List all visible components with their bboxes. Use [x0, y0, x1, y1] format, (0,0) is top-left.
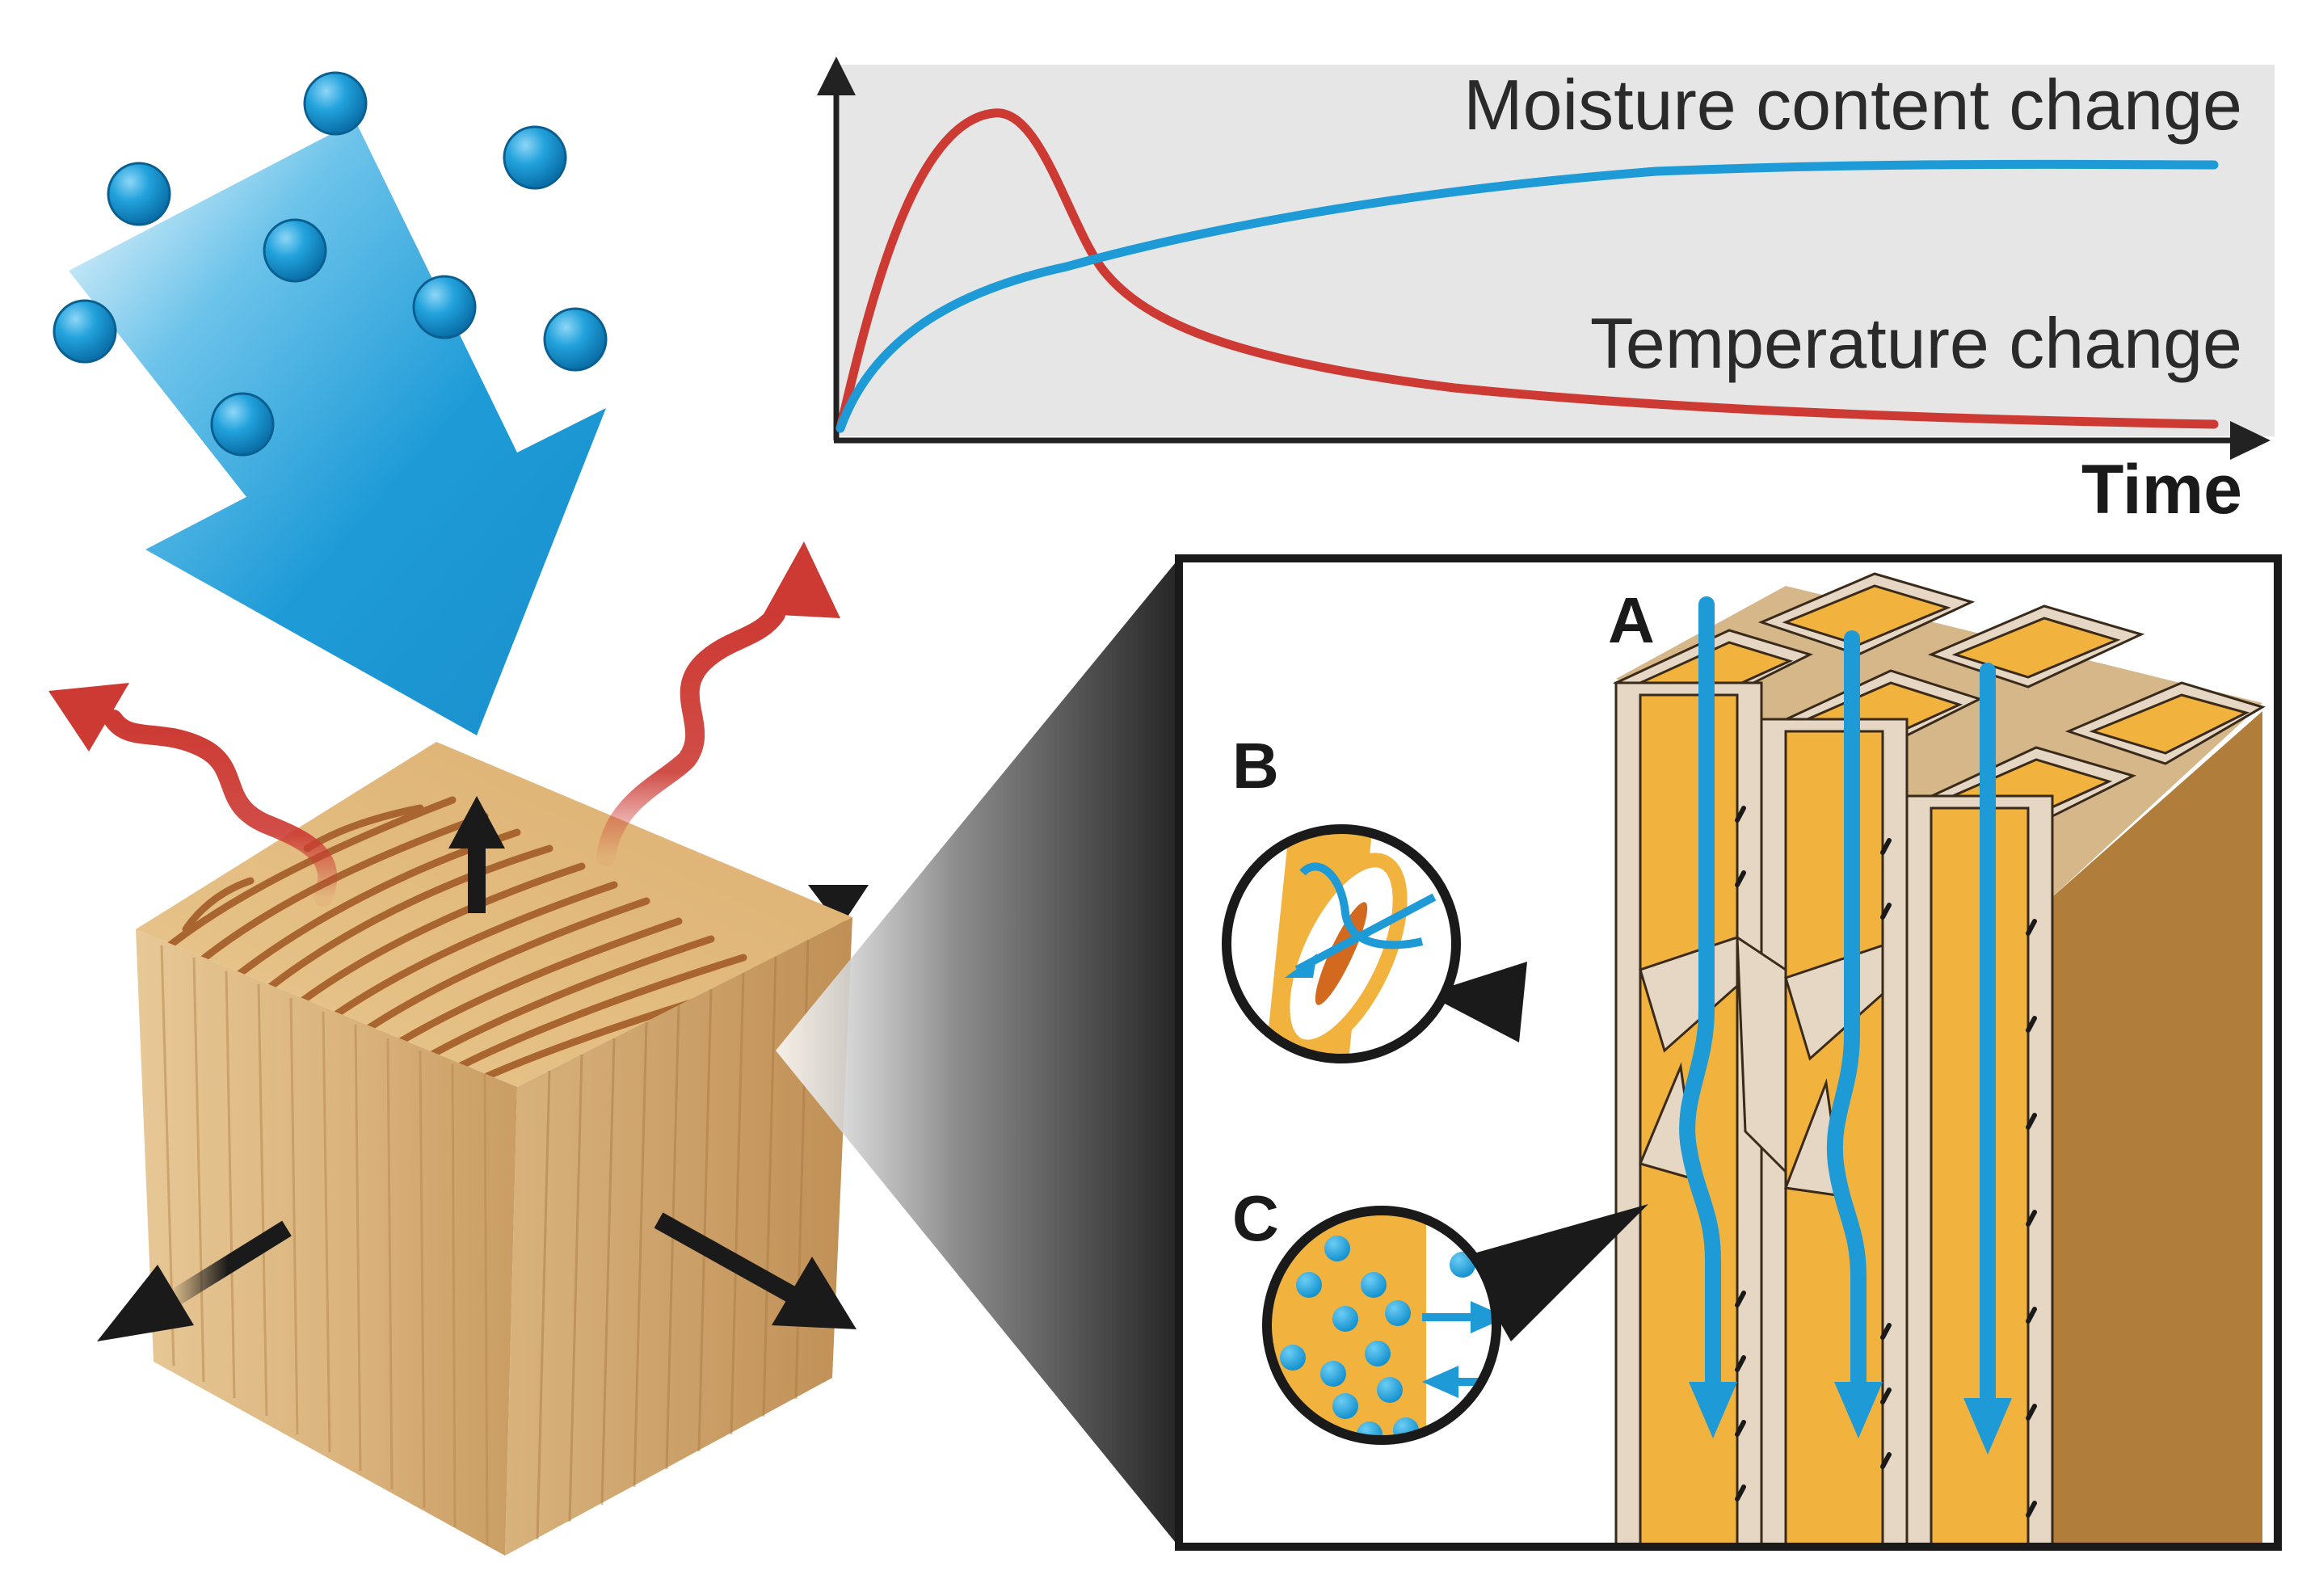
water-droplet-icon — [210, 392, 275, 457]
flow-arrow-icon — [1422, 1366, 1458, 1398]
expansion-arrow-icon — [165, 1220, 292, 1309]
water-droplet-icon — [303, 71, 368, 136]
heat-wave-icon — [103, 710, 338, 907]
expansion-arrow-icon — [808, 885, 869, 928]
expansion-arrow-icon — [97, 1265, 194, 1341]
inset-c-pointer — [1463, 1204, 1648, 1341]
expansion-arrow-icon — [448, 796, 505, 849]
water-droplet-icon — [107, 162, 171, 226]
time-axis-label: Time — [2081, 451, 2242, 528]
heat-waves — [48, 541, 840, 907]
water-droplet-icon — [263, 218, 327, 283]
moisture-inflow — [53, 71, 608, 735]
graph-x-axis-arrowhead — [2230, 421, 2271, 460]
wood-block — [97, 742, 869, 1556]
heat-wave-icon — [48, 683, 129, 752]
heat-wave-icon — [764, 541, 840, 618]
temperature-curve — [835, 108, 2219, 433]
flow-arrow-icon — [1471, 1301, 1496, 1333]
graph-background — [836, 65, 2275, 436]
change-over-time-graph: Moisture content change Temperature chan… — [817, 57, 2275, 528]
zoom-cone — [776, 558, 1179, 1547]
water-droplet-icon — [543, 307, 608, 372]
cell-block-side — [2052, 711, 2262, 1547]
flow-arrow-icon — [1963, 1398, 2012, 1455]
expansion-arrow-icon — [654, 1212, 801, 1305]
inset-b-border — [1222, 824, 1461, 1063]
flow-arrow-icon — [1679, 596, 1721, 1398]
wood-cells — [1613, 572, 2266, 1547]
temperature-curve-label: Temperature change — [1590, 303, 2242, 383]
inset-c-diffusion: C — [1232, 1182, 1648, 1445]
wood-front-grain — [160, 945, 489, 1546]
inset-b-bordered-pit: B — [1222, 730, 1527, 1063]
heat-wave-icon — [596, 604, 785, 866]
graph-y-axis-arrowhead — [817, 57, 856, 95]
flow-arrow-icon — [1834, 1382, 1883, 1438]
wood-top-face — [136, 742, 852, 1087]
cell-panel-border — [1175, 554, 2282, 1551]
water-droplet-icon — [503, 125, 567, 190]
inset-c-border — [1262, 1206, 1501, 1445]
inset-c-droplets — [1280, 1236, 1484, 1440]
water-droplet-icon — [412, 275, 477, 339]
moisture-arrow-icon — [69, 121, 606, 735]
label-c: C — [1232, 1182, 1279, 1254]
moisture-curve — [835, 159, 2219, 433]
water-droplets — [53, 71, 608, 457]
flow-arrow-icon — [1826, 630, 1867, 1398]
label-a: A — [1608, 584, 1655, 656]
cell-wall-marks — [1735, 806, 2037, 1518]
water-droplet-icon — [53, 299, 117, 364]
inset-b-pointer — [1426, 962, 1527, 1042]
label-b: B — [1232, 730, 1279, 802]
moisture-curve-label: Moisture content change — [1463, 65, 2242, 145]
flow-arrow-icon — [1689, 1382, 1737, 1438]
expansion-arrow-icon — [772, 1257, 856, 1329]
